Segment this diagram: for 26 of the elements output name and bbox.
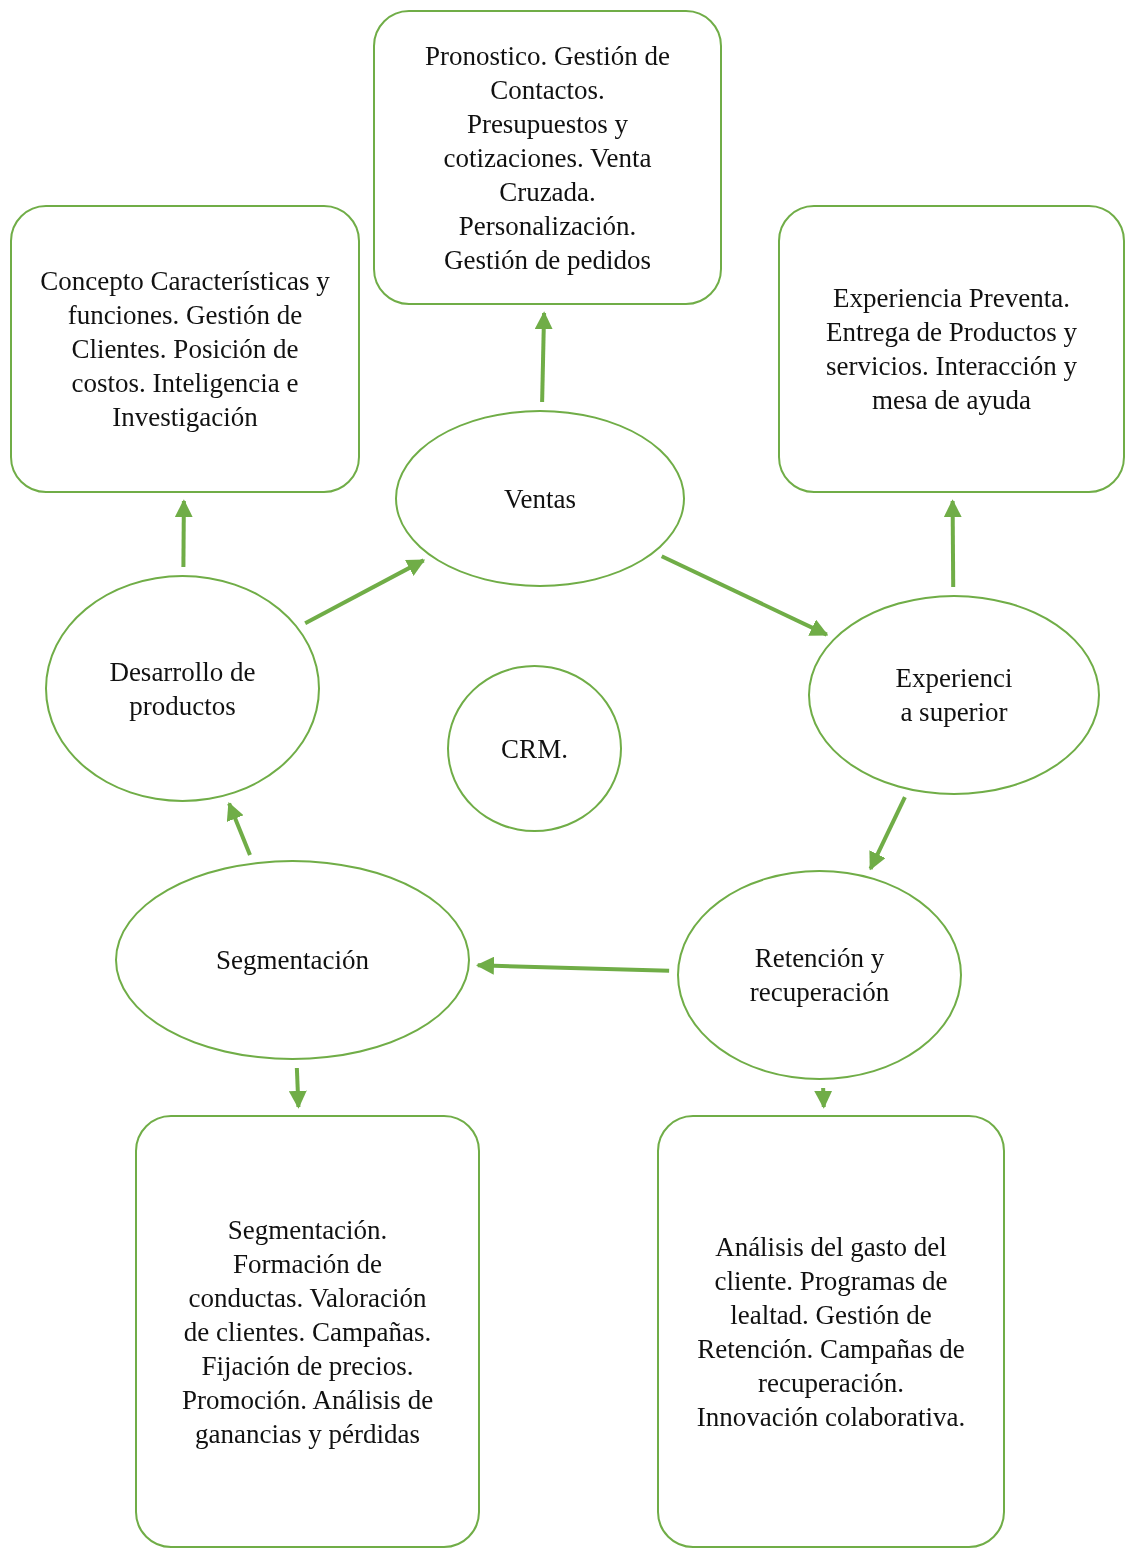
arrow: [226, 801, 252, 856]
arrow: [304, 558, 426, 626]
rounded-box: [373, 10, 722, 305]
node-label: Segmentación. Formación de conductas. Valoración de clientes. Campañas. Fijación de precios. Promoción. Análisis de ganancias y pérdidas: [180, 1213, 435, 1451]
arrow: [475, 956, 670, 975]
node-label: Desarrollo de productos: [108, 655, 257, 723]
arrow: [288, 1067, 307, 1109]
node-label: Concepto Características y funciones. Gestión de Clientes. Posición de costos. Inteligencia e Investigación: [39, 265, 331, 434]
node-label: Experiencia Preventa. Entrega de Productos y servicios. Interacción y mesa de ayuda: [824, 282, 1079, 417]
rounded-box: [657, 1115, 1005, 1548]
arrow: [814, 1087, 833, 1109]
arrow: [534, 311, 553, 403]
arrow: [868, 796, 907, 871]
arrow: [174, 499, 193, 567]
rounded-box: [135, 1115, 480, 1548]
rounded-box: [10, 205, 360, 493]
node-label: Pronostico. Gestión de Contactos. Presupuestos y cotizaciones. Venta Cruzada. Personalización. Gestión de pedidos: [423, 39, 672, 277]
node-label: Análisis del gasto del cliente. Programas de lealtad. Gestión de Retención. Campañas de recuperación. Innovación colaborativa.: [696, 1230, 966, 1434]
node-label: Experienci a superior: [894, 662, 1014, 729]
node-label: Retención y recuperación: [748, 942, 891, 1009]
rounded-box: [778, 205, 1125, 493]
arrow: [943, 499, 962, 587]
node-label: CRM.: [500, 732, 569, 766]
node-label: Ventas: [503, 482, 577, 516]
arrow: [660, 554, 829, 637]
node-label: Segmentación: [215, 944, 370, 977]
